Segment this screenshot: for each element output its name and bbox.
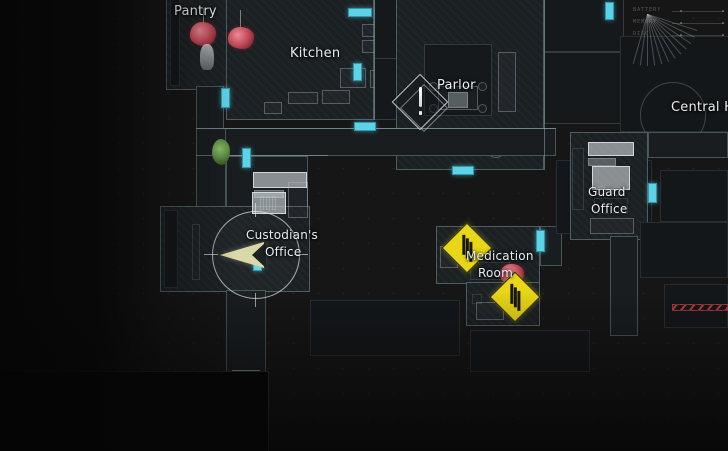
corridor-south-descent bbox=[226, 290, 266, 374]
legend-dot-disc-end bbox=[722, 34, 724, 36]
player-position-marker[interactable] bbox=[204, 203, 308, 307]
hazard-bar-3 bbox=[469, 241, 473, 262]
prop-custodian-key-a bbox=[260, 196, 264, 210]
prop-guard-keyboard bbox=[594, 198, 628, 214]
prop-guard-dial-b bbox=[612, 186, 622, 196]
prop-parlor-rug bbox=[448, 92, 468, 108]
player-tick-west bbox=[204, 254, 218, 255]
wall-parlor-east bbox=[544, 0, 545, 170]
prop-medication-box bbox=[472, 294, 482, 304]
gore-splat-pantry-left bbox=[190, 22, 216, 46]
door-marker-parlor-south[interactable] bbox=[452, 166, 474, 175]
door-marker-guard-north[interactable] bbox=[605, 2, 614, 20]
prop-guard-dial-a bbox=[596, 186, 606, 196]
door-marker-kitchen-north[interactable] bbox=[348, 8, 372, 17]
door-marker-medication-east[interactable] bbox=[536, 230, 545, 252]
prop-kitchen-bench-a bbox=[288, 92, 318, 104]
room-custodian-locker-bay bbox=[164, 210, 178, 288]
legend-dot-battery-end bbox=[722, 10, 724, 12]
plant-corridor bbox=[212, 139, 230, 165]
corridor-east-upper bbox=[648, 132, 728, 158]
alert-diamond-parlor[interactable] bbox=[391, 73, 449, 133]
door-marker-kitchen-west[interactable] bbox=[221, 88, 230, 108]
prop-custodian-shelf bbox=[192, 224, 200, 280]
prop-kitchen-crate bbox=[264, 102, 282, 114]
player-tick-south bbox=[255, 293, 256, 307]
door-marker-guard-east[interactable] bbox=[648, 183, 657, 203]
prop-parlor-shelf bbox=[498, 52, 516, 112]
legend-dot-memory bbox=[680, 22, 682, 24]
legend-dot-disc bbox=[680, 34, 682, 36]
room-south-dim-b bbox=[470, 330, 590, 372]
door-marker-corridor-west[interactable] bbox=[242, 148, 251, 168]
memory-label: MEMORY bbox=[633, 19, 658, 25]
prop-guard-rack bbox=[588, 158, 616, 166]
legend-dot-memory-end bbox=[722, 22, 724, 24]
unexplored-region bbox=[0, 371, 269, 451]
legend-dot-battery bbox=[680, 10, 682, 12]
room-east-b bbox=[640, 222, 728, 278]
exclamation-dot bbox=[419, 111, 422, 115]
hanging-figure-pantry bbox=[200, 44, 214, 70]
rope-pantry-right bbox=[240, 10, 241, 28]
prop-custodian-key-b bbox=[266, 196, 270, 210]
gore-splat-pantry-right bbox=[228, 27, 254, 49]
prop-guard-locker bbox=[572, 148, 584, 210]
prop-guard-sofa bbox=[590, 218, 634, 234]
corridor-east-vertical bbox=[610, 236, 638, 336]
exclamation-icon bbox=[419, 87, 422, 107]
wall-main-corridor-north bbox=[196, 128, 556, 129]
prop-custodian-key-c bbox=[272, 196, 276, 210]
disc-label: DISC bbox=[633, 31, 650, 37]
player-arrow-notch bbox=[252, 242, 266, 268]
room-south-dim-a bbox=[310, 300, 460, 356]
player-tick-north bbox=[255, 203, 256, 217]
battery-label: BATTERY bbox=[633, 7, 662, 13]
wall-kitchen-east bbox=[374, 0, 375, 120]
door-marker-kitchen-east[interactable] bbox=[353, 63, 362, 81]
prop-kitchen-bench-b bbox=[322, 90, 350, 104]
room-pantry-shelf-bay bbox=[170, 0, 180, 86]
hazard-barrier-east bbox=[672, 304, 728, 311]
player-tick-east bbox=[294, 254, 308, 255]
prop-parlor-chair-c bbox=[478, 82, 487, 91]
hazard-bar-3 bbox=[517, 290, 521, 311]
room-east-a bbox=[660, 170, 728, 222]
prop-parlor-chair-d bbox=[478, 104, 487, 113]
door-marker-kitchen-south[interactable] bbox=[354, 122, 376, 131]
prop-guard-desk-top bbox=[588, 142, 634, 156]
